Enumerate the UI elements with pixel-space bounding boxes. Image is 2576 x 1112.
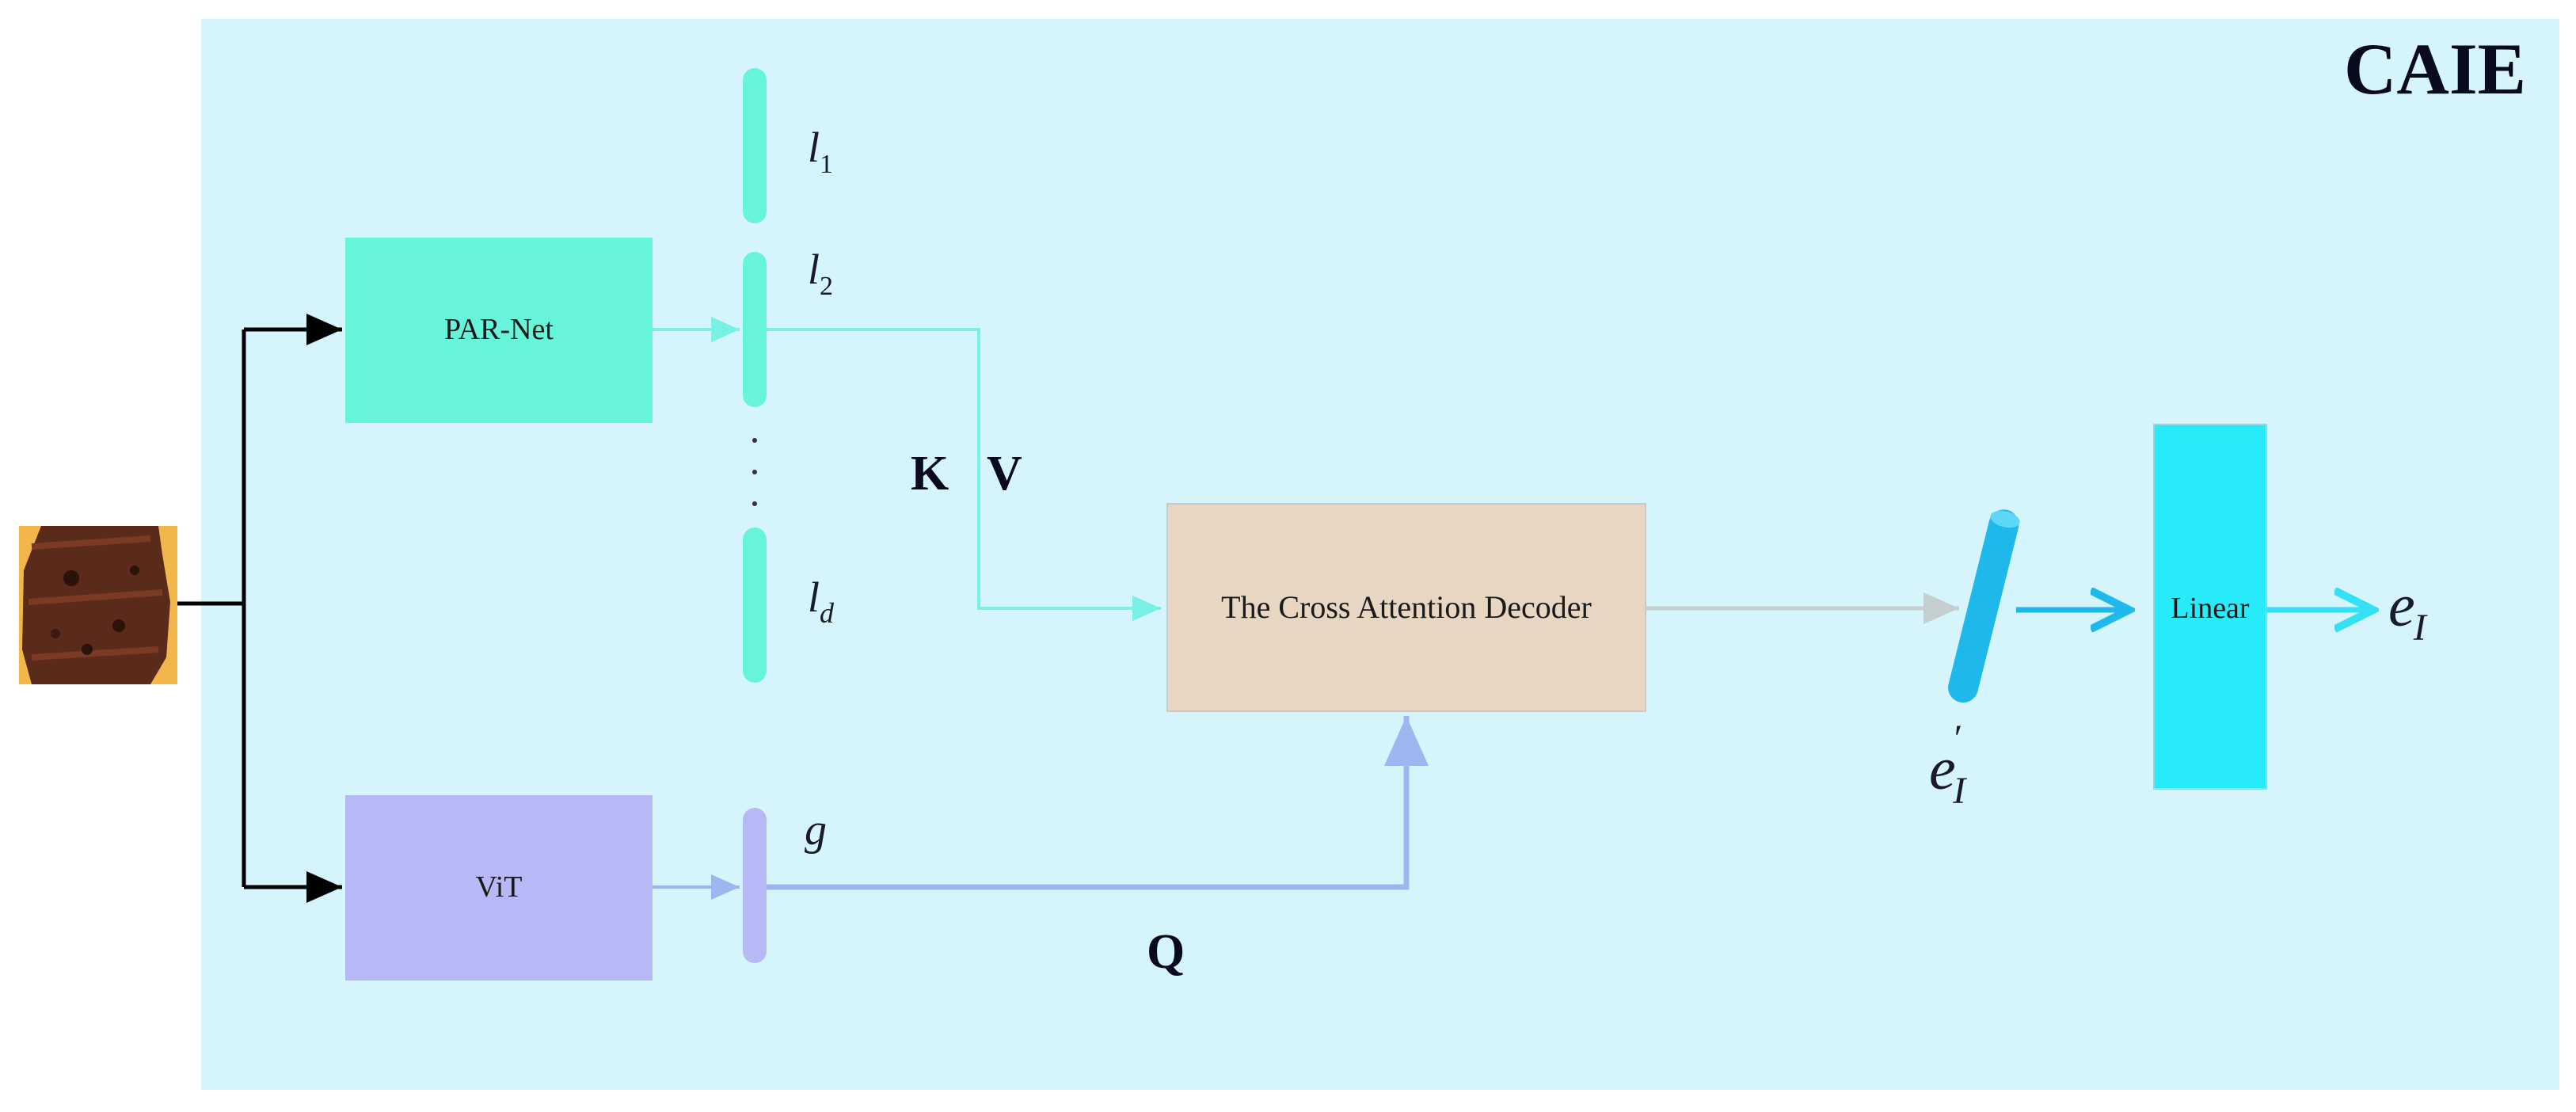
linear-label: Linear [2171,592,2250,625]
vit-block [345,795,653,981]
input-split-arrows [177,314,342,903]
decoder-label: The Cross Attention Decoder [1221,589,1592,625]
token-l2 [743,252,767,407]
label-v: V [987,447,1022,501]
token-ld [743,527,767,683]
label-e-output: eI [2388,573,2428,649]
label-l1: l1 [808,124,833,179]
token-l1 [743,68,767,223]
label-ld: ld [808,573,835,629]
token-e-prime [1948,509,2020,703]
q-path-arrow [767,716,1429,890]
vit-label: ViT [476,870,523,904]
label-l2: l2 [808,246,833,301]
input-image [19,526,177,684]
label-q: Q [1147,925,1185,979]
par-net-label: PAR-Net [444,313,554,346]
token-ellipsis [752,438,757,506]
par-net-block [345,238,653,423]
cross-attention-decoder-block [1166,503,1646,712]
label-g: g [805,805,827,855]
token-g [743,808,767,963]
caie-title: CAIE [2344,29,2526,109]
label-e-prime: e′I [1929,718,1967,812]
kv-path-arrow [767,328,1161,621]
linear-block [2153,424,2267,790]
label-k: K [911,447,949,501]
